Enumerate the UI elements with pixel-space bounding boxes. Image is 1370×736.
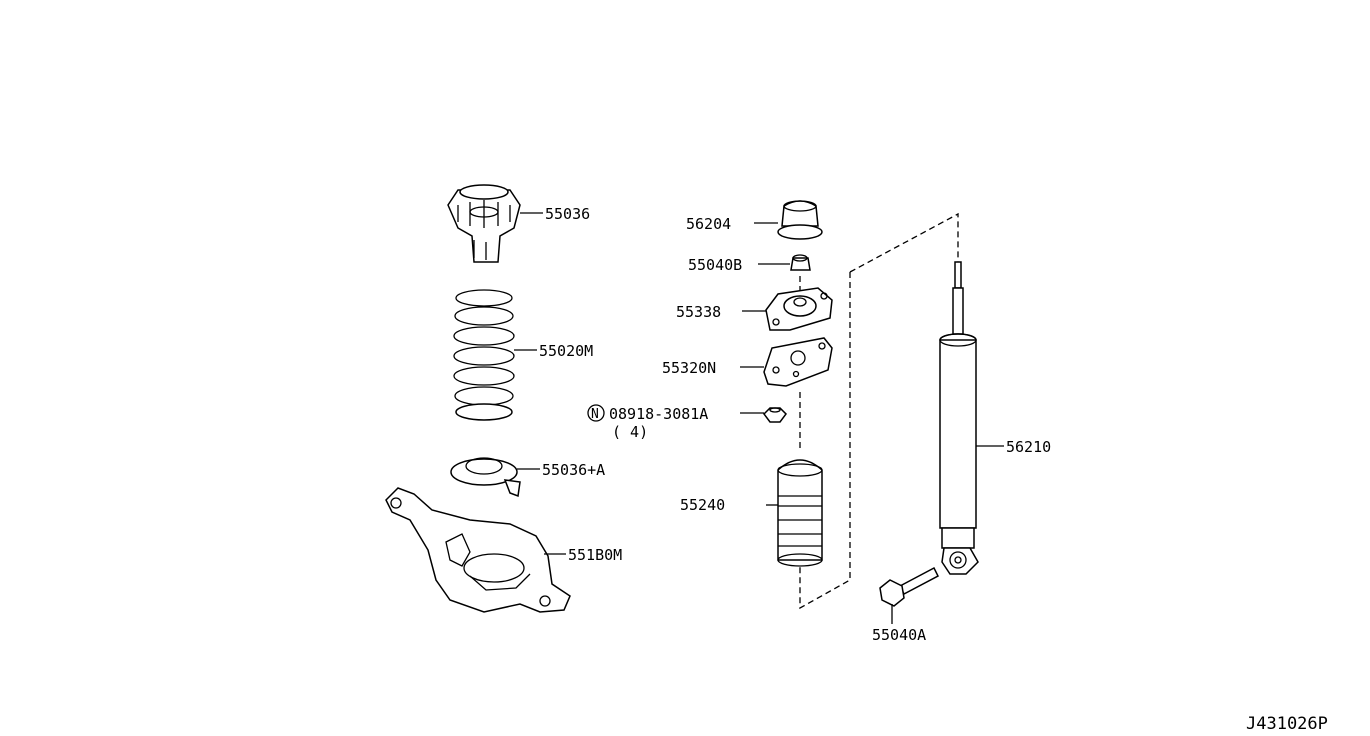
label-56210: 56210: [1006, 438, 1051, 456]
part-56204-bump-cap[interactable]: [777, 200, 823, 240]
label-55240: 55240: [680, 496, 725, 514]
label-n-prefix: N: [591, 407, 599, 422]
part-551B0M-lower-arm[interactable]: [385, 487, 571, 613]
label-55040A: 55040A: [872, 626, 926, 644]
label-08918-3081A: 08918-3081A: [609, 405, 708, 423]
diagram-code: J431026P: [1246, 714, 1328, 734]
part-55040A-bolt[interactable]: [879, 566, 939, 607]
part-55036-spring-seat[interactable]: [447, 184, 521, 263]
part-55338-mount[interactable]: [765, 287, 833, 331]
label-55020M: 55020M: [539, 342, 593, 360]
part-08918-3081A-nut[interactable]: [763, 407, 787, 423]
label-08918-3081A-qty: ( 4): [612, 423, 648, 441]
assembly-bracket: [799, 212, 959, 610]
label-55036-A: 55036+A: [542, 461, 605, 479]
label-55320N: 55320N: [662, 359, 716, 377]
n-circle-icon: [587, 404, 605, 422]
label-55338: 55338: [676, 303, 721, 321]
part-55320N-plate[interactable]: [763, 337, 833, 387]
part-55240-dust-boot[interactable]: [777, 459, 823, 567]
label-551B0M: 551B0M: [568, 546, 622, 564]
label-55036: 55036: [545, 205, 590, 223]
part-55036-A-lower-seat[interactable]: [450, 457, 521, 498]
part-55040B-nut[interactable]: [790, 254, 811, 271]
part-56210-shock-absorber[interactable]: [939, 261, 979, 575]
label-56204: 56204: [686, 215, 731, 233]
part-55020M-coil-spring[interactable]: [453, 289, 515, 421]
label-55040B: 55040B: [688, 256, 742, 274]
